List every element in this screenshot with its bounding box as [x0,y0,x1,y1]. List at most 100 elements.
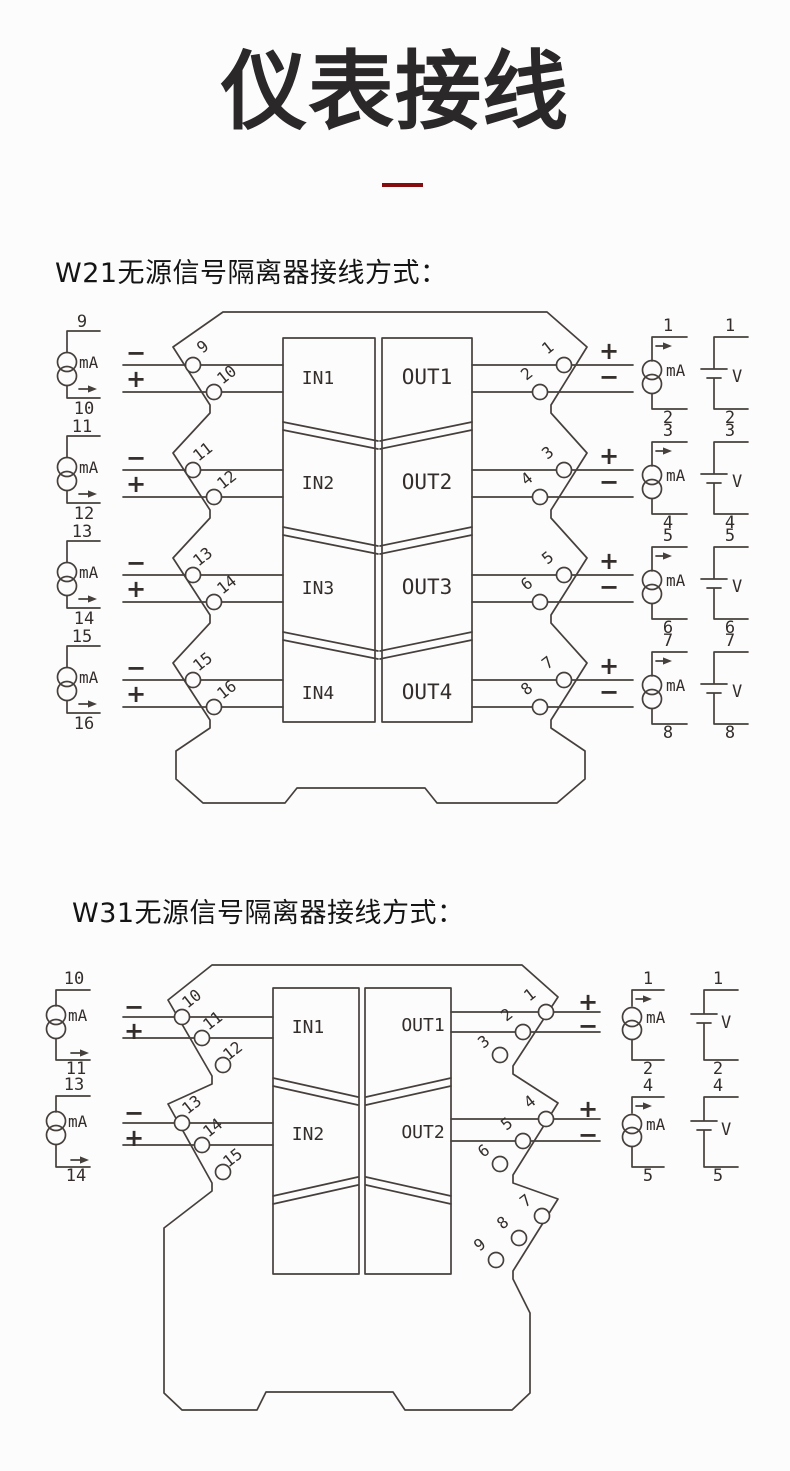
meter-bottom-number: 4 [663,513,673,533]
plus-sign: + [126,680,146,708]
current-arrow-icon [663,447,672,455]
terminal [514,1023,532,1041]
current-source: 9 mA 10 [56,312,101,419]
terminal [531,488,549,506]
terminal [487,1251,505,1269]
input-label: IN2 [292,1124,325,1145]
meter-top-number: 7 [725,631,735,651]
w31-isolator-body: IN1 IN2 OUT1 OUT2 [163,964,559,1411]
w21-wiring-diagram: IN1 IN2 IN3 IN4 OUT1 OUT2 OUT3 OUT4 9 mA… [56,311,749,804]
meter-top-number: 1 [643,969,653,989]
input-block [282,337,376,723]
minus-sign: − [578,1012,598,1040]
ma-label: mA [79,563,99,582]
plus-sign: + [126,575,146,603]
terminal [514,1132,532,1150]
isolator-body-outline [172,311,588,804]
minus-sign: − [599,468,619,496]
plus-sign: + [124,1124,144,1152]
page-title: 仪表接线 [221,42,569,142]
terminal-number: 13 [189,543,216,570]
meter-bottom-number: 6 [725,618,735,638]
terminal [173,1114,191,1132]
ma-meter: 1 mA 2 [621,969,666,1079]
terminal-number: 6 [517,573,536,594]
meter-top-number: 3 [663,421,673,441]
minus-sign: − [126,444,146,472]
terminal-number: 8 [493,1212,512,1233]
input-label: IN2 [302,473,335,494]
current-arrow-icon [88,700,97,708]
output-label: OUT3 [402,575,453,599]
meter-bottom-number: 2 [713,1059,723,1079]
terminal-number: 7 [516,1190,535,1211]
v-meter: 1 V 2 [700,316,749,428]
plus-sign: + [124,1017,144,1045]
terminal-number: 9 [193,336,212,357]
ma-label: mA [646,1115,666,1134]
minus-sign: − [124,1099,144,1127]
terminal [537,1110,555,1128]
input-label: IN4 [302,683,335,704]
ma-meter: 1 mA 2 [641,316,688,428]
v-meter: 5 V 6 [700,526,749,638]
terminal [555,671,573,689]
terminal [205,488,223,506]
v-label: V [721,1013,731,1033]
output-label: OUT2 [401,1122,444,1143]
terminal [193,1029,211,1047]
input-label: IN1 [302,368,335,389]
meter-bottom-number: 4 [725,513,735,533]
v-label: V [732,577,742,597]
current-arrow-icon [663,657,672,665]
minus-sign: − [599,573,619,601]
output-label: OUT1 [402,365,453,389]
terminal-number: 1 [538,337,557,358]
w31-spare-terminals: 7 8 9 [470,1190,551,1269]
ma-label: mA [79,353,99,372]
minus-sign: − [599,363,619,391]
terminal-number: 2 [497,1004,516,1025]
meter-bottom-number: 2 [643,1059,653,1079]
ma-meter: 4 mA 5 [621,1076,666,1186]
meter-top-number: 1 [663,316,673,336]
meter-top-number: 3 [725,421,735,441]
terminal [214,1056,232,1074]
current-source: 13 mA 14 [56,522,101,629]
terminal [531,698,549,716]
terminal [184,461,202,479]
terminal [533,1207,551,1225]
terminal-number: 11 [189,438,216,465]
terminal [184,566,202,584]
plus-sign: + [126,470,146,498]
ma-meter: 3 mA 4 [641,421,688,533]
output-label: OUT1 [401,1015,444,1036]
w31-wiring-diagram: IN1 IN2 OUT1 OUT2 10 mA 11 − + 10 11 12 … [45,964,739,1411]
current-arrow-icon [643,1102,652,1110]
meter-top-number: 1 [725,316,735,336]
source-top-number: 15 [72,627,92,647]
v-label: V [732,367,742,387]
terminal [184,671,202,689]
output-block [364,987,452,1275]
plus-sign: + [126,365,146,393]
terminal [193,1136,211,1154]
current-source: 11 mA 12 [56,417,101,524]
meter-top-number: 7 [663,631,673,651]
title-divider [382,183,423,187]
input-label: IN3 [302,578,335,599]
meter-bottom-number: 8 [725,723,735,743]
channel-dividers [282,421,473,660]
source-bottom-number: 16 [74,714,94,734]
terminal-number: 15 [189,648,216,675]
current-arrow-icon [643,995,652,1003]
plus-sign: + [599,652,619,680]
meter-bottom-number: 6 [663,618,673,638]
terminal [491,1155,509,1173]
ma-label: mA [666,676,686,695]
meter-top-number: 1 [713,969,723,989]
v-label: V [721,1120,731,1140]
terminal [205,383,223,401]
terminal-number: 1 [520,984,539,1005]
ma-label: mA [666,361,686,380]
